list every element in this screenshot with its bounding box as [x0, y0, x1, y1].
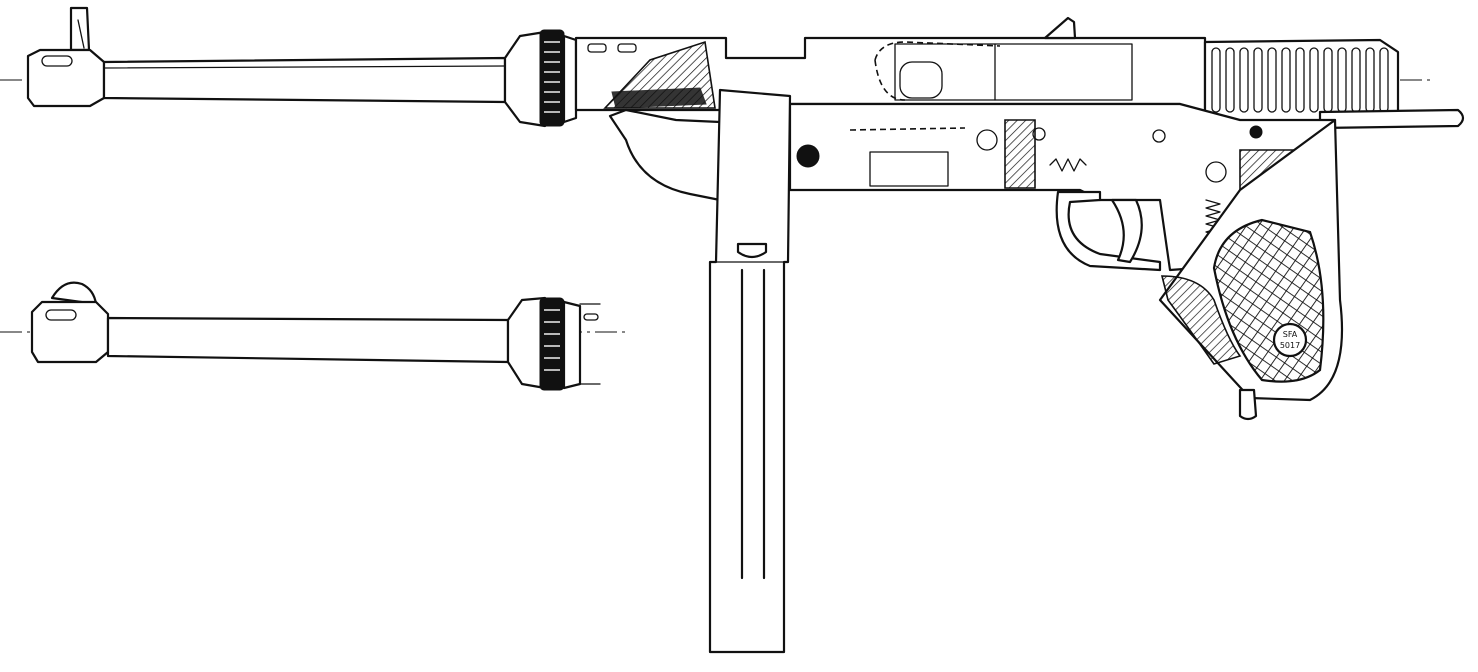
- trigger: [1110, 198, 1143, 264]
- magazine-catch: [736, 242, 768, 259]
- cocking-handle: [899, 61, 943, 99]
- detail-nut-collar: [562, 300, 582, 390]
- detail-barrel-nut: [506, 296, 547, 390]
- sear-spring: [1049, 158, 1087, 172]
- magazine: [708, 88, 792, 654]
- vent-slot: [617, 43, 637, 53]
- detail-knurled-ring: [539, 297, 565, 391]
- manufacturer-stamp: [1272, 322, 1308, 358]
- chamber-section: [611, 87, 707, 109]
- muzzle-block: [26, 48, 106, 108]
- vent-slot: [587, 43, 607, 53]
- detail-vent-slot: [583, 313, 599, 321]
- bolt: [894, 43, 1133, 101]
- sear-block: [869, 151, 949, 187]
- detail-receiver-stub: [579, 303, 601, 385]
- trigger-guard: [1055, 190, 1162, 272]
- barrel: [102, 56, 507, 104]
- stock-rod: [1318, 108, 1465, 130]
- barrel-detail-view: [0, 281, 628, 391]
- cocking-handle-path: [874, 41, 1001, 101]
- detail-muzzle-block: [30, 300, 110, 364]
- pistol-grip: SFA 5017: [1158, 118, 1344, 421]
- pin: [1152, 129, 1166, 143]
- detail-muzzle-slot: [45, 309, 77, 321]
- pin: [796, 144, 820, 168]
- front-sight: [69, 6, 91, 52]
- stamp-line-2: 5017: [1280, 341, 1300, 350]
- sear-bar: [849, 127, 966, 131]
- detail-front-sight: [50, 281, 98, 306]
- barrel-nut: [503, 29, 578, 128]
- pin: [976, 129, 998, 151]
- detail-barrel: [106, 316, 510, 364]
- magazine-well: [608, 108, 722, 202]
- stamp-line-1: SFA: [1283, 330, 1298, 339]
- pin: [1205, 161, 1227, 183]
- main-weapon-view: SFA 5017: [0, 6, 1465, 654]
- trigger-section: [1004, 119, 1036, 189]
- grip-front-section: [1160, 275, 1242, 365]
- rear-sight: [1043, 16, 1077, 40]
- pin: [1249, 125, 1263, 139]
- grip-lanyard-pin: [1238, 388, 1258, 421]
